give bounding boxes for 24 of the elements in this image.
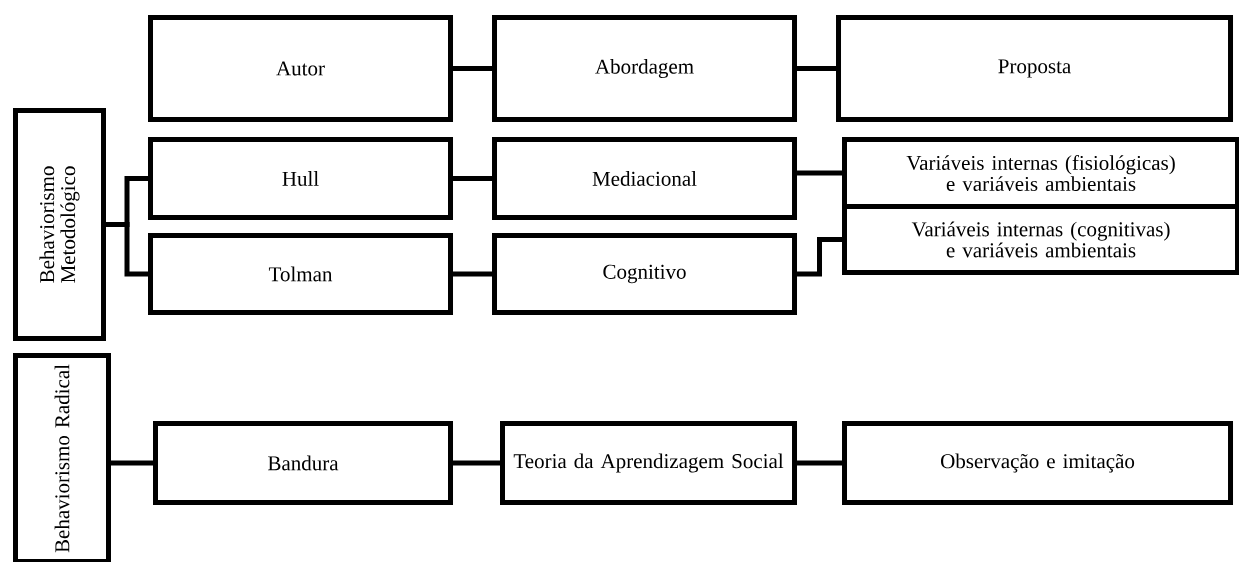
connector-line: [453, 66, 492, 71]
text-box: Autor: [148, 15, 453, 122]
connector-line: [797, 66, 836, 71]
text-box: Abordagem: [492, 15, 797, 122]
connector-line: [111, 460, 153, 466]
text-box: Proposta: [836, 15, 1233, 122]
text-box: Tolman: [148, 233, 453, 315]
text-box: Teoria da Aprendizagem Social: [500, 421, 797, 505]
text-box: Observação e imitação: [842, 421, 1233, 505]
connector-line: [797, 460, 842, 466]
text-box: Variáveis internas (fisiológicas) e variáveis ambientais: [842, 137, 1239, 209]
connector-line: [453, 460, 500, 466]
connector-line: [797, 170, 842, 176]
text-box: Hull: [148, 137, 453, 220]
connector-line: [453, 176, 492, 181]
connector-line: [797, 237, 842, 277]
category-box: Behaviorismo Radical: [13, 353, 111, 562]
category-box: Behaviorismo Metodológico: [13, 108, 106, 341]
connector-line: [453, 271, 492, 277]
text-box: Bandura: [153, 421, 453, 505]
connector-line: [106, 222, 148, 277]
text-box: Mediacional: [492, 137, 797, 220]
text-box: Cognitivo: [492, 233, 797, 315]
text-box: Variáveis internas (cognitivas) e variáveis ambientais: [842, 204, 1239, 275]
